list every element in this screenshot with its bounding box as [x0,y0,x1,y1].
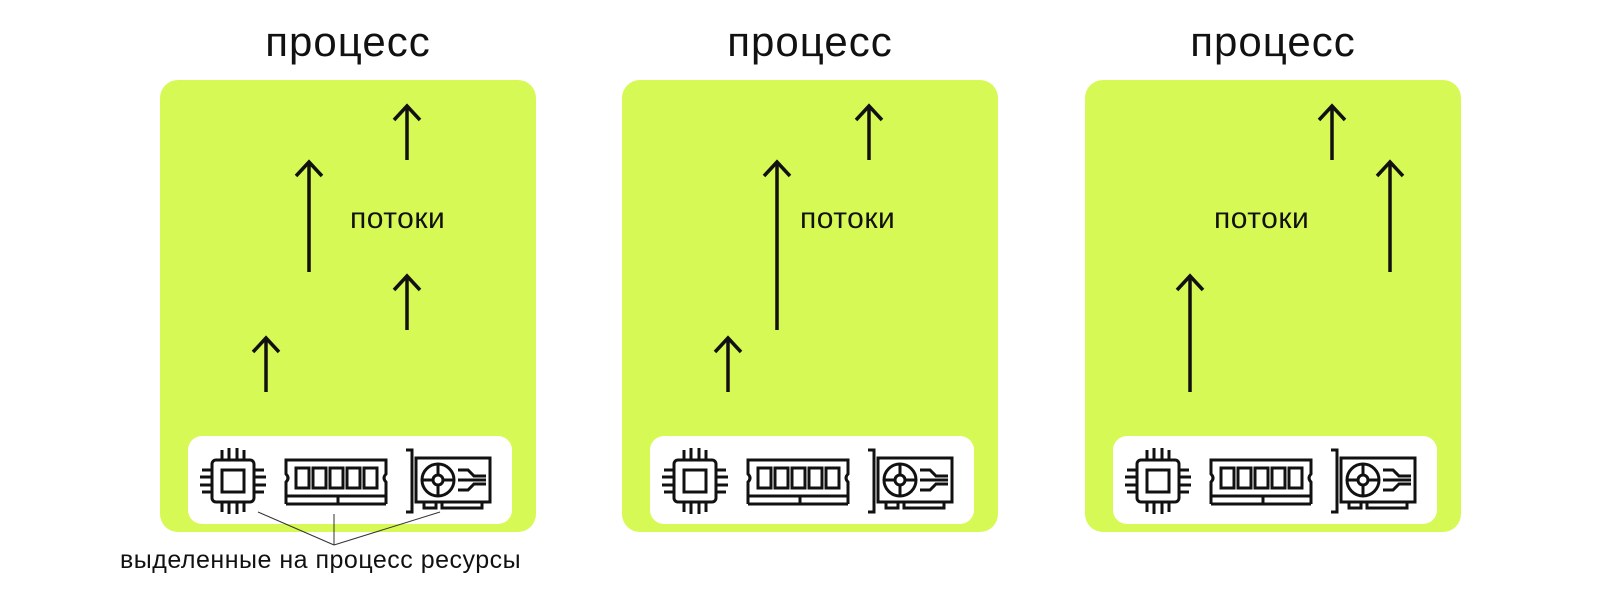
thread-arrow [1375,159,1405,272]
resources-box [1113,436,1437,524]
thread-arrow [762,159,792,330]
process-panel-2: процесс потоки [622,0,998,540]
thread-arrow [392,273,422,330]
process-panel-3: процесс потоки [1085,0,1461,540]
ram-icon [746,458,850,506]
process-box: потоки [622,80,998,532]
process-box: потоки [160,80,536,532]
process-title: процесс [1190,18,1356,65]
cpu-icon [662,448,728,514]
cpu-icon [1125,448,1191,514]
resources-box [650,436,974,524]
process-title: процесс [727,18,893,65]
threads-label: потоки [1214,202,1310,235]
thread-arrow [854,103,884,160]
thread-arrow [392,103,422,160]
process-panel-1: процесс потоки [160,0,536,540]
threads-label: потоки [800,202,896,235]
ram-icon [284,458,388,506]
thread-arrow [713,335,743,392]
gpu-icon [406,448,492,514]
ram-icon [1209,458,1313,506]
resources-box [188,436,512,524]
gpu-icon [1331,448,1417,514]
resources-caption: выделенные на процесс ресурсы [120,546,522,574]
threads-label: потоки [350,202,446,235]
process-title: процесс [265,18,431,65]
thread-arrow [294,159,324,272]
thread-arrow [1175,273,1205,392]
cpu-icon [200,448,266,514]
thread-arrow [1317,103,1347,160]
gpu-icon [868,448,954,514]
thread-arrow [251,335,281,392]
process-box: потоки [1085,80,1461,532]
